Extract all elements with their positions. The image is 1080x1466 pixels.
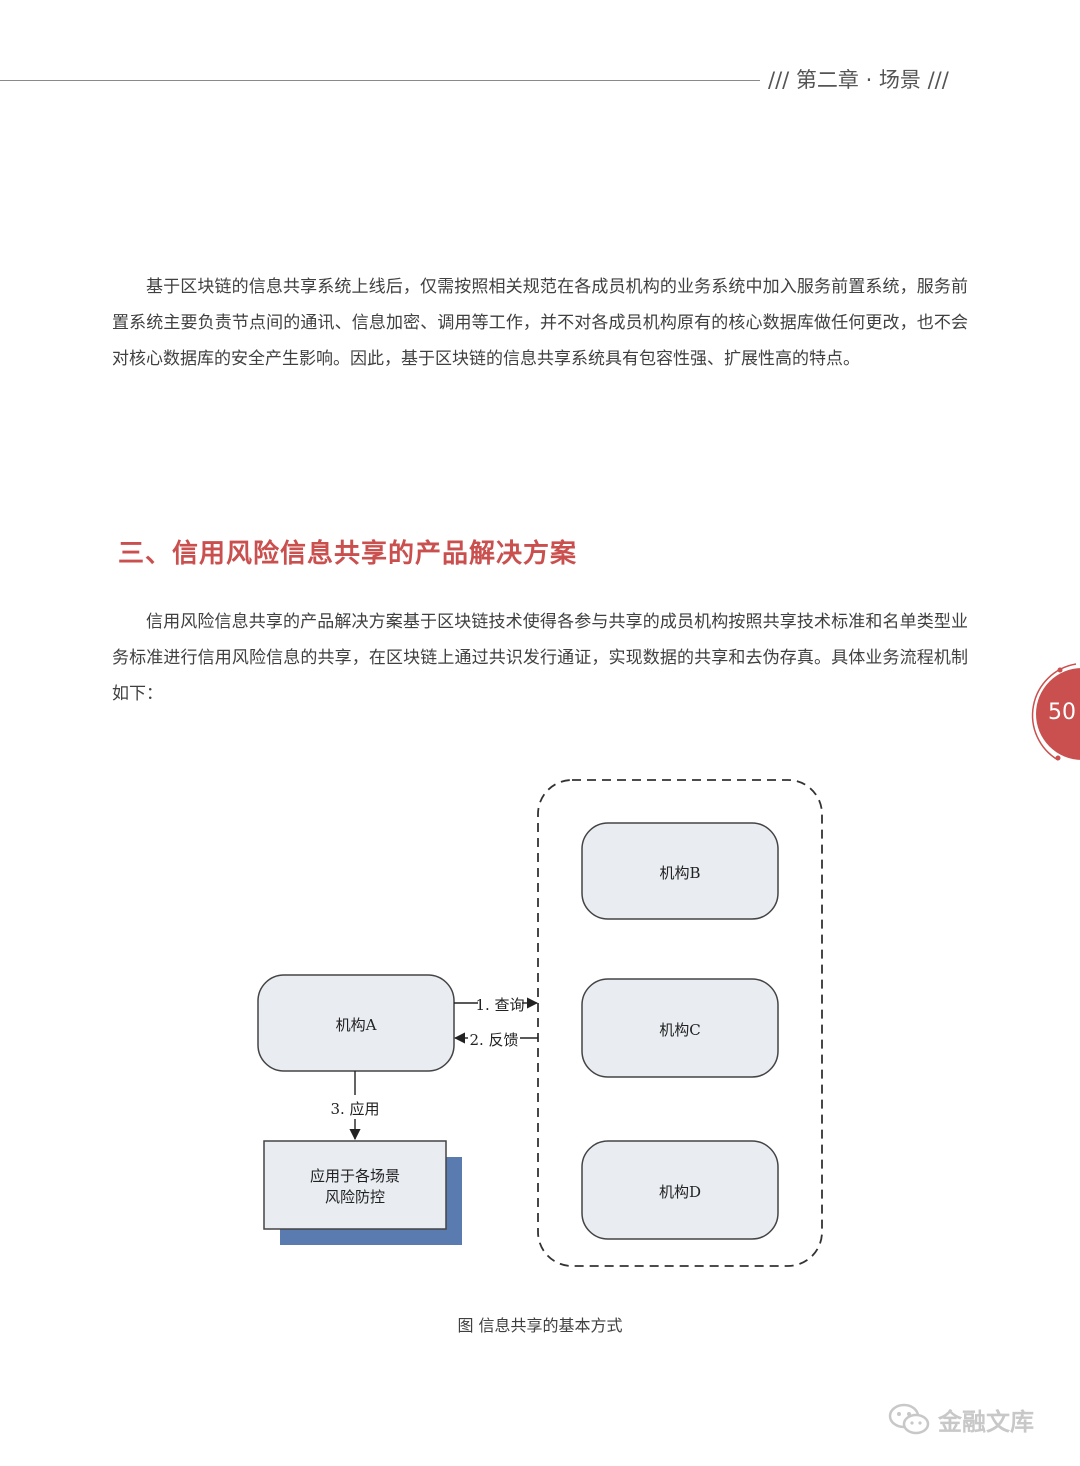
query-label: 1. 查询 — [475, 996, 525, 1014]
node-d-box — [581, 1140, 779, 1240]
section-heading: 三、信用风险信息共享的产品解决方案 — [118, 539, 578, 569]
header-rule — [0, 80, 760, 81]
page-number-badge — [1031, 663, 1080, 761]
node-d-label: 机构D — [658, 1183, 702, 1201]
wechat-icon — [888, 1403, 930, 1435]
paragraph-intro: 基于区块链的信息共享系统上线后，仅需按照相关规范在各成员机构的业务系统中加入服务… — [112, 277, 968, 369]
node-a-label: 机构A — [335, 1016, 377, 1034]
node-a-box — [257, 974, 455, 1072]
figure-caption: 图 信息共享的基本方式 — [457, 1316, 623, 1335]
paragraph-solution: 信用风险信息共享的产品解决方案基于区块链技术使得各参与共享的成员机构按照共享技术… — [112, 612, 968, 704]
diagram-canvas — [257, 779, 823, 1267]
node-b-label: 机构B — [659, 864, 701, 882]
node-b-box — [581, 822, 779, 920]
apply-label: 3. 应用 — [330, 1100, 380, 1118]
info-sharing-diagram: 机构B 机构C 机构D 机构A 1. 查询 2. 反馈 3. 应用 应用于各场景… — [250, 775, 840, 1279]
chapter-title: /// 第二章 · 场景 /// — [768, 68, 949, 92]
watermark-text: 金融文库 — [938, 1408, 1034, 1436]
output-box — [263, 1140, 447, 1230]
node-c-box — [581, 978, 779, 1078]
output-box-line1: 应用于各场景 — [309, 1167, 400, 1185]
page-number: 50 — [1048, 700, 1076, 725]
consortium-container — [537, 779, 823, 1267]
node-c-label: 机构C — [659, 1021, 701, 1039]
output-box-line2: 风险防控 — [324, 1188, 385, 1206]
feedback-label: 2. 反馈 — [469, 1031, 519, 1049]
